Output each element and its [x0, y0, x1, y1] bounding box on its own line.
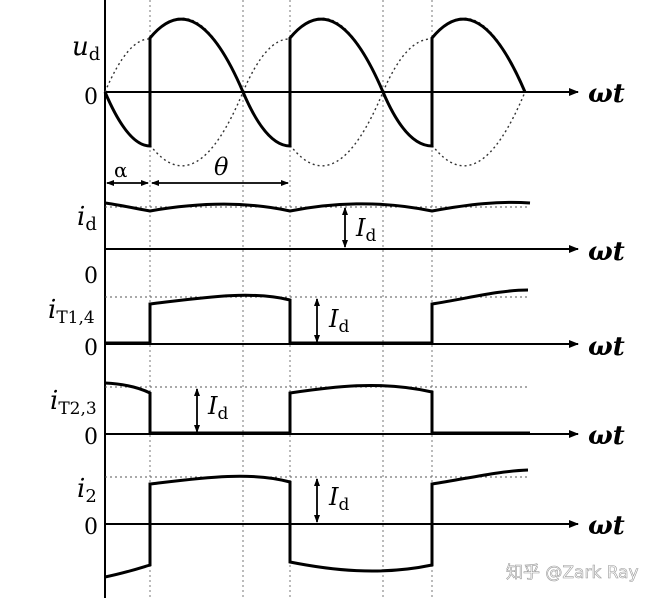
ud-waveform	[103, 17, 527, 148]
i2-magnitude-label: Id	[328, 483, 349, 515]
iT14-label: iT1,4	[48, 295, 95, 328]
zero-label: 0	[84, 425, 98, 450]
zero-label: 0	[84, 264, 98, 289]
ud-label: ud	[72, 32, 100, 65]
id-magnitude-label: Id	[355, 214, 376, 246]
watermark: 知乎 @Zark Ray	[506, 563, 639, 583]
omega-t-label: ωt	[588, 79, 625, 109]
omega-t-label: ωt	[588, 511, 625, 541]
omega-t-label: ωt	[588, 237, 625, 267]
i2-label: i2	[77, 474, 97, 507]
theta-label: θ	[214, 153, 229, 181]
zero-label: 0	[84, 85, 98, 110]
iT23-label: iT2,3	[50, 386, 97, 419]
id-label: id	[77, 202, 97, 235]
omega-t-label: ωt	[588, 421, 625, 451]
iT23-magnitude-label: Id	[207, 392, 228, 424]
iT23-waveform	[104, 381, 530, 435]
omega-t-label: ωt	[588, 332, 625, 362]
alpha-label: α	[114, 158, 128, 182]
zero-label: 0	[84, 515, 98, 540]
ud-envelope-positive	[104, 38, 526, 167]
iT14-magnitude-label: Id	[328, 305, 349, 337]
id-waveform	[104, 200, 531, 213]
iT14-waveform	[105, 288, 529, 345]
horizontal-axes	[105, 88, 579, 528]
i2-waveform	[104, 468, 529, 579]
zero-label: 0	[84, 336, 98, 361]
